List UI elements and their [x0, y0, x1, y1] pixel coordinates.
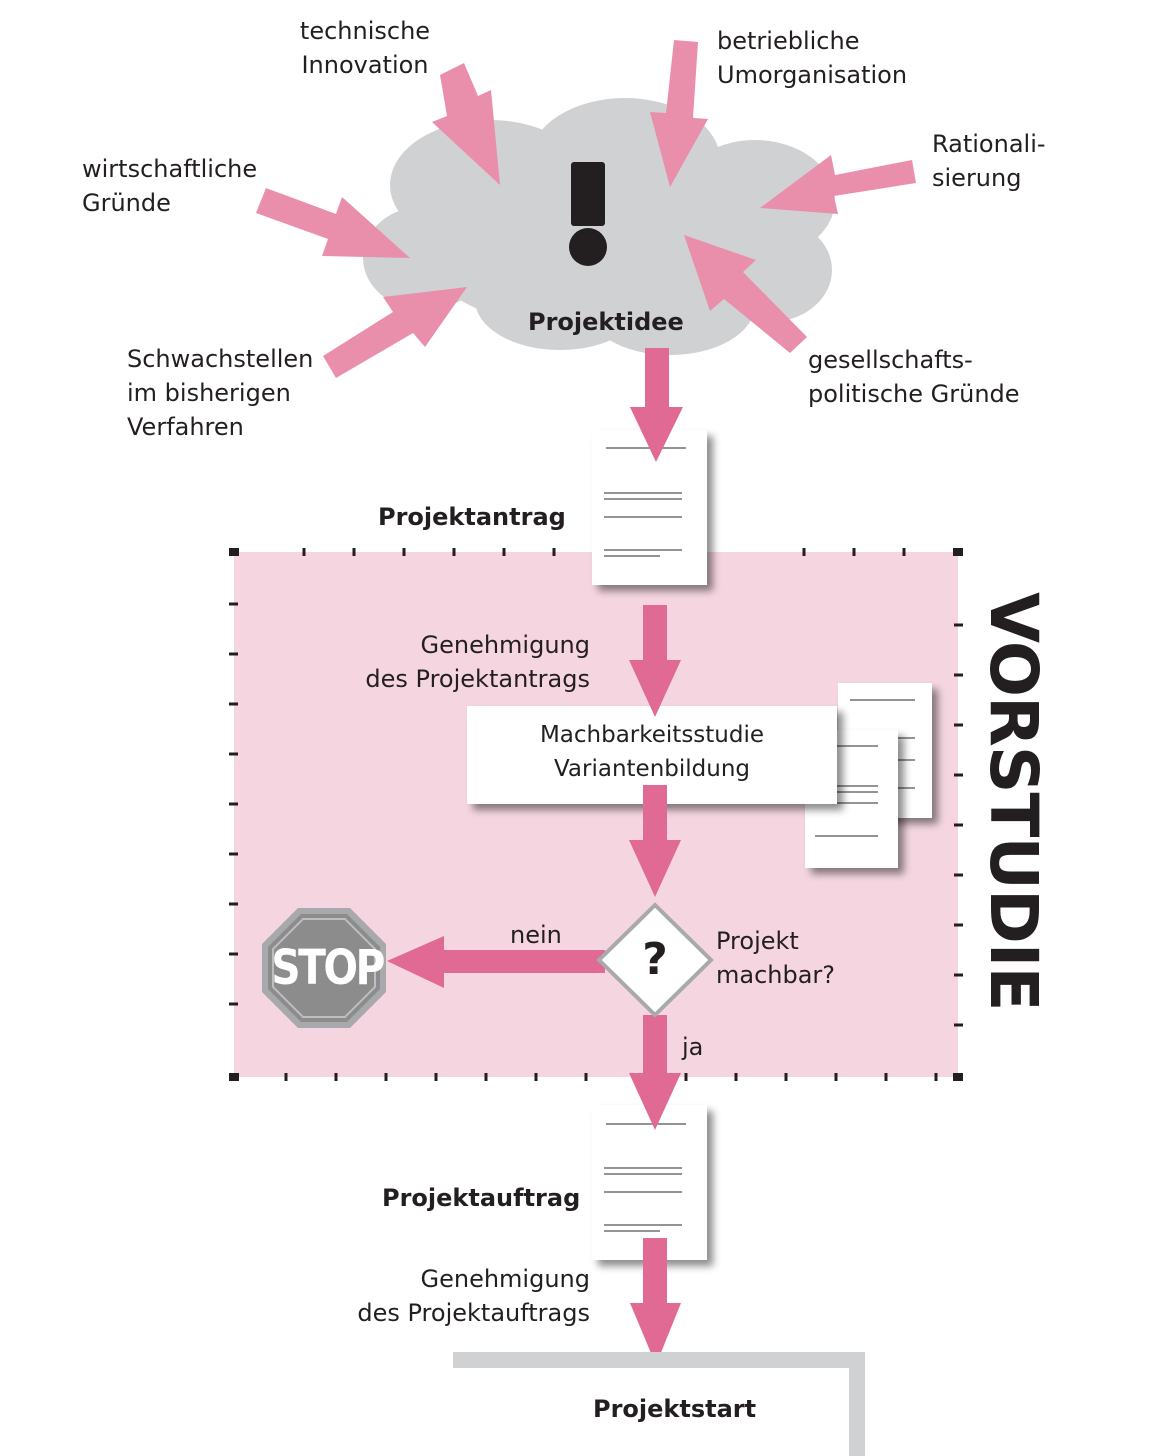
- projektstart-frame: [453, 1352, 865, 1456]
- label-gesellschaftspolitisch: gesellschafts- politische Gründe: [808, 346, 1020, 408]
- stop-sign-icon: [262, 908, 386, 1028]
- exclamation-icon: [569, 162, 607, 266]
- label-wirtschaftliche-gruende: wirtschaftliche Gründe: [82, 155, 258, 217]
- arrow-no-to-stop: [387, 936, 605, 988]
- arrow-study-to-decision: [629, 785, 681, 897]
- arrow-technische-innovation: [432, 63, 500, 185]
- label-technische-innovation: technische Innovation: [299, 17, 431, 79]
- arrow-betriebliche-umorganisation: [650, 40, 708, 187]
- stop-sign-text: STOP: [271, 940, 385, 996]
- decision-question: Projekt machbar?: [716, 927, 836, 989]
- arrow-idea-to-antrag: [630, 348, 683, 462]
- cloud-label: Projektidee: [528, 308, 684, 336]
- label-genehmigung-antrag: Genehmigung des Projektantrags: [365, 631, 590, 693]
- label-projektantrag: Projektantrag: [378, 503, 566, 531]
- label-betriebliche-umorganisation: betriebliche Umorganisation: [717, 27, 908, 89]
- document-icon-auftrag: [592, 1105, 707, 1260]
- arrow-auftrag-to-start: [630, 1238, 681, 1365]
- arrow-gesellschaft: [684, 235, 807, 353]
- label-schwachstellen: Schwachstellen im bisherigen Verfahren: [127, 345, 314, 441]
- label-rationalisierung: Rationali- sierung: [932, 130, 1046, 192]
- phase-title-vorstudie: VORSTUDIE: [975, 592, 1052, 1011]
- influence-arrows: [256, 40, 916, 378]
- arrow-rationalisierung: [760, 155, 916, 214]
- label-nein: nein: [510, 921, 562, 949]
- label-ja: ja: [682, 1033, 704, 1061]
- arrow-yes-to-auftrag: [629, 1015, 681, 1130]
- label-genehmigung-auftrag: Genehmigung des Projektauftrags: [357, 1265, 590, 1327]
- label-projektauftrag: Projektauftrag: [382, 1184, 581, 1212]
- arrow-schwachstellen: [323, 287, 467, 378]
- document-icon: [592, 430, 707, 585]
- arrow-wirtschaftliche-gruende: [256, 188, 410, 258]
- flow-arrows: [387, 348, 683, 1365]
- study-box-label: Machbarkeitsstudie Variantenbildung: [539, 722, 765, 782]
- label-projektstart: Projektstart: [593, 1395, 757, 1423]
- arrow-antrag-to-study: [629, 605, 681, 717]
- diamond-decision-icon: [596, 902, 714, 1018]
- decision-symbol: ?: [642, 934, 668, 985]
